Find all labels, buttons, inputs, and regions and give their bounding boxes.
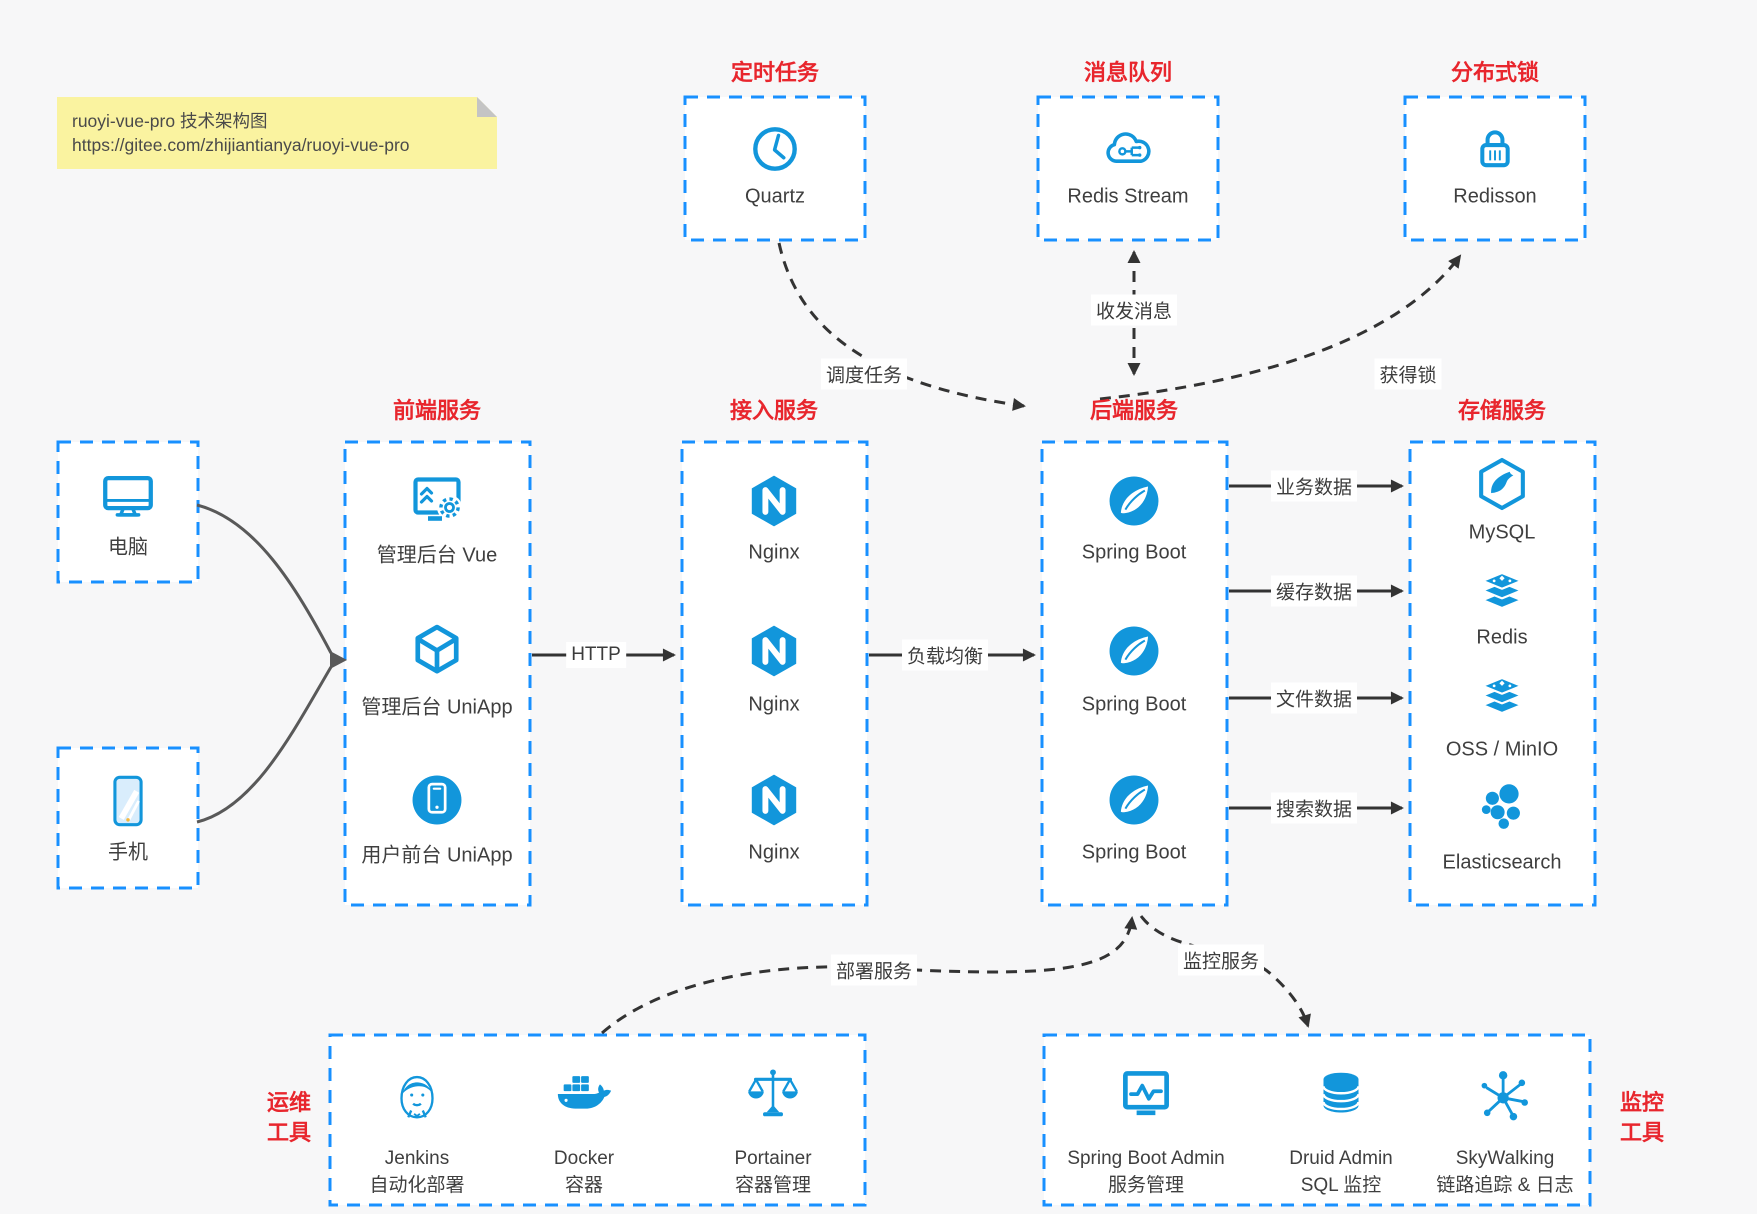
edge-label-deploy: 部署服务: [830, 954, 918, 986]
edge-label-search-data: 搜索数据: [1270, 792, 1358, 824]
node-label-portainer: Portainer 容器管理: [734, 1145, 811, 1199]
node-desc: 服务管理: [1107, 1175, 1184, 1196]
node-label-spring-boot: Spring Boot: [1081, 541, 1187, 564]
client-curves: [196, 503, 333, 824]
note-url: https://gitee.com/zhijiantianya/ruoyi-vu…: [72, 135, 410, 155]
node-label-pc: 电脑: [108, 536, 148, 559]
group-title-distributed-lock: 分布式锁: [1450, 60, 1540, 85]
spring-boot-icon: [1105, 771, 1163, 829]
nginx-icon: [745, 771, 803, 829]
group-title-monitoring-line2: 工具: [1619, 1120, 1665, 1145]
edge-label-cache-data: 缓存数据: [1270, 575, 1358, 607]
jenkins-icon: [386, 1064, 448, 1126]
node-label-druid: Druid Admin SQL 监控: [1289, 1145, 1393, 1199]
node-label-redis-stream: Redis Stream: [1067, 185, 1189, 208]
node-desc: 容器: [564, 1175, 603, 1196]
uniapp-cube-icon: [407, 621, 467, 681]
oss-icon: [1474, 671, 1530, 727]
box-client-pc: [56, 440, 200, 584]
node-label-spring-boot-admin: Spring Boot Admin 服务管理: [1067, 1145, 1224, 1199]
node-desc: SQL 监控: [1300, 1175, 1382, 1196]
note-title: ruoyi-vue-pro 技术架构图: [72, 111, 268, 131]
edge-label-send-receive: 收发消息: [1090, 294, 1178, 326]
node-label-user-uniapp: 用户前台 UniApp: [361, 844, 513, 867]
node-label-nginx: Nginx: [748, 693, 800, 716]
node-label-spring-boot: Spring Boot: [1081, 693, 1187, 716]
node-name: Docker: [553, 1148, 615, 1169]
group-title-backend: 后端服务: [1089, 398, 1179, 423]
node-label-redis: Redis: [1476, 626, 1528, 649]
node-label-nginx: Nginx: [748, 541, 800, 564]
node-label-oss-minio: OSS / MinIO: [1445, 738, 1559, 761]
edge-label-schedule-task: 调度任务: [820, 358, 908, 390]
druid-icon: [1313, 1067, 1369, 1123]
mysql-icon: [1473, 455, 1531, 513]
edge-label-file-data: 文件数据: [1270, 682, 1358, 714]
box-ops-tools: [328, 1033, 867, 1207]
node-name: SkyWalking: [1455, 1148, 1555, 1169]
node-label-redisson: Redisson: [1453, 185, 1537, 208]
box-monitoring-tools: [1042, 1033, 1592, 1207]
node-label-admin-vue: 管理后台 Vue: [376, 544, 498, 567]
group-title-ops-line1: 运维: [266, 1090, 312, 1115]
node-desc: 链路追踪 & 日志: [1436, 1175, 1574, 1196]
node-label-spring-boot: Spring Boot: [1081, 841, 1187, 864]
admin-vue-icon: [405, 469, 469, 533]
edge-label-monitor: 监控服务: [1177, 944, 1265, 976]
node-label-mysql: MySQL: [1468, 521, 1536, 544]
sticky-note: ruoyi-vue-pro 技术架构图 https://gitee.com/zh…: [57, 97, 497, 169]
spring-boot-icon: [1105, 472, 1163, 530]
node-label-admin-uniapp: 管理后台 UniApp: [361, 696, 513, 719]
node-name: Portainer: [734, 1148, 812, 1169]
user-app-icon: [408, 771, 466, 829]
group-title-scheduled-task: 定时任务: [730, 60, 820, 85]
nginx-icon: [745, 622, 803, 680]
node-label-mobile: 手机: [108, 841, 148, 864]
docker-icon: [553, 1064, 615, 1126]
box-distributed-lock: [1403, 95, 1587, 242]
desktop-icon: [97, 466, 159, 528]
edge-label-http: HTTP: [566, 642, 626, 668]
node-label-elasticsearch: Elasticsearch: [1442, 851, 1562, 874]
spring-boot-admin-icon: [1116, 1065, 1176, 1125]
group-title-ops-line2: 工具: [266, 1120, 312, 1145]
edge-label-business-data: 业务数据: [1270, 470, 1358, 502]
node-label-skywalking: SkyWalking 链路追踪 & 日志: [1436, 1145, 1573, 1199]
node-name: Spring Boot Admin: [1067, 1148, 1225, 1169]
redis-icon: [1474, 566, 1530, 622]
group-title-monitoring-line1: 监控: [1619, 1090, 1665, 1115]
note-fold-icon: [477, 97, 497, 117]
portainer-icon: [744, 1066, 802, 1124]
node-label-nginx: Nginx: [748, 841, 800, 864]
node-desc: 自动化部署: [369, 1175, 465, 1196]
node-name: Druid Admin: [1289, 1148, 1393, 1169]
node-label-quartz: Quartz: [744, 185, 806, 208]
group-title-ops: 运维 工具: [267, 1088, 311, 1148]
node-label-docker: Docker 容器: [554, 1145, 614, 1199]
group-title-monitoring: 监控 工具: [1620, 1088, 1664, 1148]
lock-icon: [1467, 121, 1523, 177]
edge-label-load-balance: 负载均衡: [901, 639, 989, 671]
node-name: Jenkins: [384, 1148, 450, 1169]
node-label-jenkins: Jenkins 自动化部署: [369, 1145, 464, 1199]
edge-label-acquire-lock: 获得锁: [1374, 358, 1442, 390]
elasticsearch-icon: [1474, 779, 1530, 835]
nginx-icon: [745, 472, 803, 530]
clock-icon: [747, 121, 803, 177]
smartphone-icon: [97, 770, 159, 832]
group-title-frontend: 前端服务: [392, 398, 482, 423]
group-title-message-queue: 消息队列: [1083, 60, 1173, 85]
spring-boot-icon: [1105, 622, 1163, 680]
client-arrowhead: [330, 651, 347, 669]
cloud-share-icon: [1098, 119, 1158, 179]
group-title-gateway: 接入服务: [729, 398, 819, 423]
skywalking-icon: [1475, 1065, 1535, 1125]
box-message-queue: [1036, 95, 1220, 242]
node-desc: 容器管理: [734, 1175, 812, 1196]
group-title-storage: 存储服务: [1457, 398, 1547, 423]
